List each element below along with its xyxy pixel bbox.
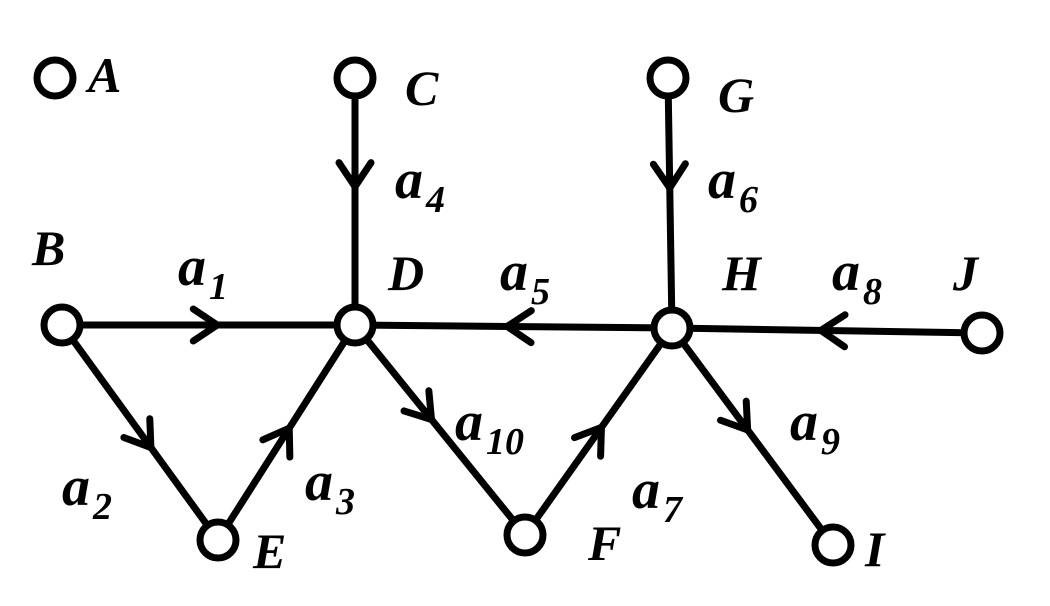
node-label-J: J: [952, 245, 980, 301]
node-label-G: G: [718, 67, 754, 123]
arrowhead-a9: [717, 397, 752, 434]
edge-a2: [58, 321, 222, 544]
arrowhead-a3: [259, 424, 294, 461]
node-C: [333, 56, 377, 100]
node-label-A: A: [85, 47, 121, 103]
arrows-layer: [120, 159, 849, 461]
node-F: [503, 513, 547, 557]
labels-layer: a1 a2 a3 a4 a5 a6 a7 a8 a9 a10 A B C D E F G H I J: [31, 47, 980, 579]
edge-a5: [351, 321, 676, 332]
node-label-H: H: [721, 245, 763, 301]
edge-label-a5: a5: [500, 241, 550, 313]
edge-label-a8: a8: [832, 241, 882, 313]
nodes-layer: [33, 56, 1004, 567]
arrowhead-a4: [335, 159, 375, 191]
node-label-C: C: [405, 60, 439, 116]
node-J: [960, 311, 1004, 355]
node-label-I: I: [864, 521, 886, 577]
edge-a10: [351, 321, 529, 539]
node-B: [40, 303, 84, 347]
arrowhead-a10: [400, 387, 435, 423]
node-G: [646, 56, 690, 100]
arrowhead-a8: [817, 311, 849, 351]
arrowhead-a2: [120, 415, 155, 452]
node-H: [650, 306, 694, 350]
arrowhead-a5: [503, 307, 535, 347]
node-label-B: B: [31, 220, 65, 276]
edges-layer: [58, 74, 986, 549]
node-label-D: D: [387, 245, 424, 301]
edge-a9: [668, 324, 837, 549]
node-label-E: E: [252, 523, 286, 579]
edge-label-a2: a2: [62, 456, 112, 528]
edge-label-a4: a4: [395, 149, 445, 221]
edge-label-a6: a6: [708, 149, 758, 221]
node-E: [196, 518, 240, 562]
arrowhead-a1: [189, 305, 221, 345]
node-label-F: F: [587, 515, 621, 571]
edge-label-a1: a1: [178, 236, 228, 308]
edge-label-a9: a9: [790, 391, 840, 463]
node-D: [333, 303, 377, 347]
edge-a6: [664, 74, 676, 332]
arrowhead-a7: [570, 423, 605, 460]
arrowhead-a6: [649, 160, 689, 192]
edge-label-a3: a3: [305, 451, 355, 523]
edge-label-a10: a10: [455, 391, 524, 463]
edge-label-a7: a7: [632, 459, 684, 531]
node-A: [33, 56, 77, 100]
node-I: [811, 523, 855, 567]
